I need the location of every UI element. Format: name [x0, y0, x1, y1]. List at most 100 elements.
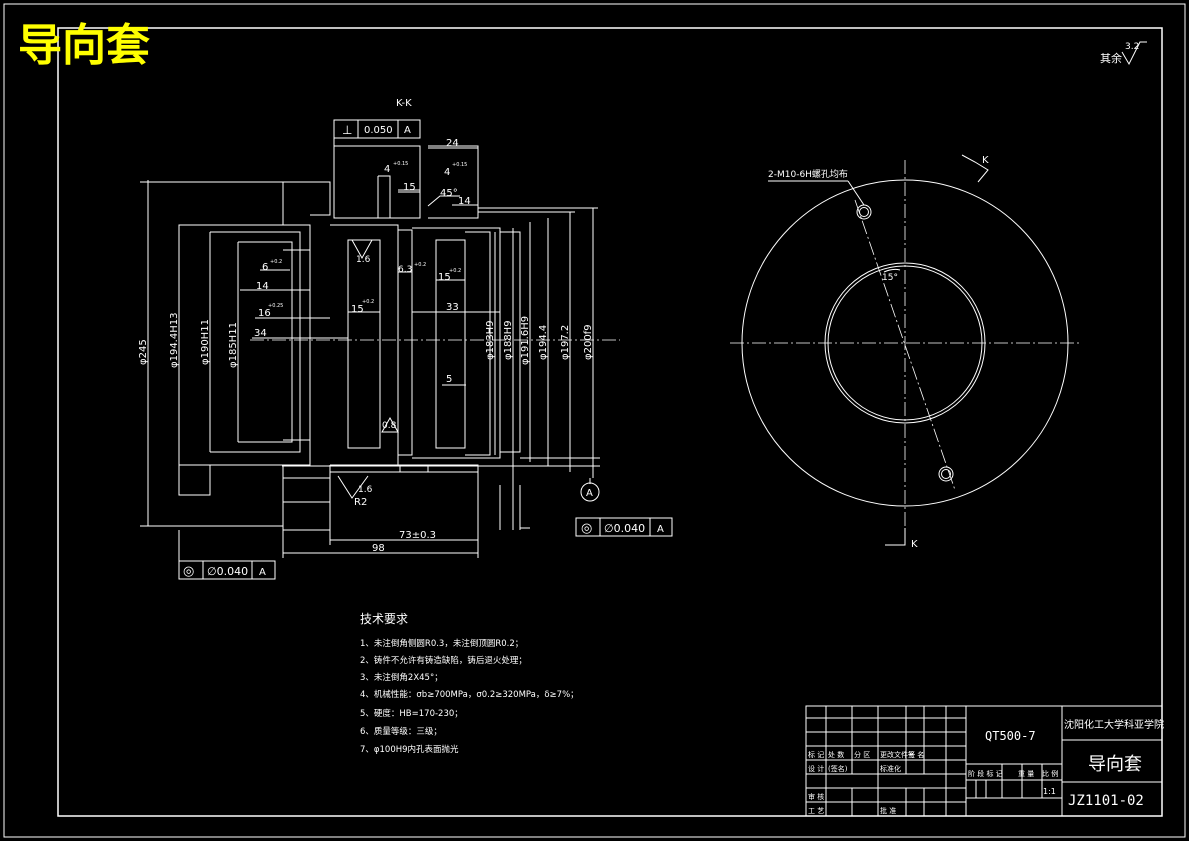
hole-note: 2-M10-6H螺孔均布 [768, 168, 848, 180]
process-label: 工 艺 [808, 807, 824, 815]
tech-item: 7、φ100H9内孔表面抛光 [360, 744, 459, 755]
end-view [730, 160, 1080, 530]
dim-phi183: φ183H9 [485, 320, 496, 360]
svg-text:∅0.040: ∅0.040 [207, 565, 248, 578]
dim-24: 24 [446, 138, 459, 149]
dim-phi245: φ245 [138, 339, 149, 365]
concentricity-frame-right: ◎ ∅0.040 A [575, 517, 673, 537]
concentricity-icon: ◎ [581, 521, 592, 536]
dim-15-mid-tol: +0.2 [362, 299, 374, 305]
stage-label: 阶 段 标 记 [968, 769, 1003, 778]
concentricity-icon: ◎ [183, 564, 194, 579]
row-label: 签 名 [908, 750, 924, 759]
row-label: 更改文件号 [880, 750, 915, 759]
tech-item: 5、硬度：HB=170-230； [360, 708, 463, 719]
dim-34: 34 [254, 328, 267, 339]
dim-16-tol: +0.25 [268, 303, 283, 309]
section-body [178, 145, 600, 531]
roughness-icon [381, 416, 399, 433]
material-label: QT500-7 [985, 729, 1036, 743]
perpendicularity-frame: ⊥ 0.050 A [333, 119, 421, 139]
scale-value: 1:1 [1043, 787, 1056, 796]
dim-14-top: 14 [458, 196, 471, 207]
row-label: 标 记 [808, 750, 824, 759]
roughness-icon [351, 239, 373, 260]
surface-note-label: 其余 [1100, 51, 1122, 65]
dim-45deg: 45° [440, 188, 458, 199]
dim-phi185: φ185H11 [228, 322, 239, 368]
svg-text:A: A [259, 567, 266, 578]
inner-frame [57, 27, 1163, 817]
dim-phi197-2: φ197.2 [560, 325, 571, 360]
hole-leader [847, 180, 865, 206]
dim-phi194-4: φ194.4H13 [169, 313, 180, 368]
dim-15-right-tol: +0.2 [449, 268, 461, 274]
dim-phi194-4b: φ194.4 [538, 325, 549, 360]
dim-5: 5 [446, 374, 452, 385]
dim-14: 14 [256, 281, 269, 292]
roughness-icon [337, 475, 369, 499]
dim-phi191-6: φ191.6H9 [520, 316, 531, 365]
tech-item: 1、未注倒角侧圆R0.3，未注倒顶圆R0.2； [360, 638, 523, 649]
surface-note-roughness: 3.2 [1125, 42, 1139, 52]
outer-border [3, 3, 1186, 838]
tech-item: 3、未注倒角2X45°； [360, 672, 443, 683]
svg-text:0.050: 0.050 [364, 125, 393, 136]
dim-15-right: 15 [438, 272, 451, 283]
dim-6-3: 6.3 [398, 265, 412, 275]
dim-4-left-tol: +0.15 [393, 161, 408, 167]
title-block [805, 705, 1163, 817]
dim-15-mid: 15 [351, 304, 364, 315]
perpendicular-icon: ⊥ [342, 123, 352, 137]
dimension-lines [140, 147, 598, 558]
approve-label: 批 准 [880, 806, 896, 815]
tech-item: 6、质量等级：三级； [360, 726, 442, 737]
ratio-label: 比 例 [1042, 769, 1058, 778]
design-label: 设 计 [808, 764, 824, 773]
rough-0-8: 0.8 [382, 421, 397, 431]
tech-item: 4、机械性能：σb≥700MPa，σ0.2≥320MPa，δ≥7%； [360, 689, 579, 700]
angle-15: 15° [882, 273, 898, 283]
dim-6-tol: +0.2 [270, 259, 282, 265]
dim-phi188: φ188H9 [503, 320, 514, 360]
row-label: 分 区 [854, 750, 870, 759]
cut-label-bottom: K [911, 539, 918, 550]
svg-text:A: A [404, 125, 411, 136]
svg-text:A: A [657, 524, 664, 535]
bolt-hole-bottom [938, 466, 954, 482]
dim-r2: R2 [354, 497, 367, 508]
cut-arrow-bottom [885, 528, 906, 546]
rough-1-6-b: 1.6 [358, 485, 373, 495]
part-name: 导向套 [1088, 754, 1142, 775]
sign-label: (签名) [828, 764, 848, 773]
dim-73: 73±0.3 [399, 530, 436, 541]
datum-circle [580, 482, 600, 502]
dim-4-right-tol: +0.15 [452, 162, 467, 168]
datum-label: A [586, 488, 593, 499]
cut-label-top: K [982, 155, 989, 166]
cut-arrow-top [961, 154, 989, 183]
dim-33: 33 [446, 302, 459, 313]
concentricity-frame-left: ◎ ∅0.040 A [178, 560, 276, 580]
dim-phi200: φ200f9 [583, 324, 594, 360]
roughness-symbol-icon [1121, 41, 1147, 66]
dim-16: 16 [258, 308, 271, 319]
dim-98: 98 [372, 543, 385, 554]
row-label: 处 数 [828, 750, 844, 759]
rough-1-6-a: 1.6 [356, 255, 371, 265]
dim-6-3-tol: +0.2 [414, 262, 426, 268]
dim-4-left: 4 [384, 164, 390, 175]
tech-heading: 技术要求 [360, 612, 408, 626]
dim-6: 6 [262, 262, 268, 273]
dim-phi190: φ190H11 [200, 319, 211, 365]
tech-item: 2、铸件不允许有铸造缺陷，铸后退火处理； [360, 655, 527, 666]
dim-4-right: 4 [444, 167, 450, 178]
overlay-title: 导向套 [18, 20, 150, 71]
svg-text:∅0.040: ∅0.040 [604, 522, 645, 535]
section-label: K-K [396, 98, 412, 109]
drawing-number: JZ1101-02 [1068, 793, 1144, 809]
review-label: 审 核 [808, 792, 824, 801]
weight-label: 重 量 [1018, 770, 1034, 778]
dim-15-top: 15 [403, 182, 416, 193]
